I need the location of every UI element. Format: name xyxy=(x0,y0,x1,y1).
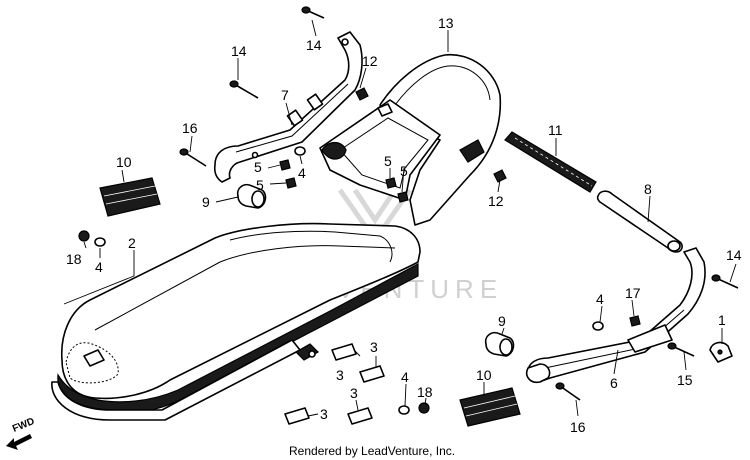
callout-12b: 12 xyxy=(488,193,504,209)
washer-4d[interactable] xyxy=(398,405,410,415)
seat-cowl[interactable] xyxy=(319,53,502,226)
nut-17[interactable] xyxy=(629,315,641,327)
callout-6: 6 xyxy=(610,375,618,391)
callout-5b: 5 xyxy=(256,177,264,193)
callout-18b: 18 xyxy=(417,384,433,400)
pad-4[interactable] xyxy=(347,407,373,425)
callout-3c: 3 xyxy=(320,406,328,422)
washer-4a[interactable] xyxy=(294,146,306,156)
callout-1: 1 xyxy=(718,312,726,328)
credit-text: Rendered by LeadVenture, Inc. xyxy=(289,444,455,458)
callout-15: 15 xyxy=(677,372,693,388)
fwd-indicator: FWD xyxy=(6,416,36,450)
callout-17: 17 xyxy=(625,285,641,301)
collar-upper[interactable] xyxy=(236,183,267,209)
bolt-14b[interactable] xyxy=(301,6,325,19)
callout-10b: 10 xyxy=(476,367,492,383)
callout-3a: 3 xyxy=(370,339,378,355)
callout-2: 2 xyxy=(128,235,136,251)
bracket-1[interactable] xyxy=(709,341,733,363)
bolt-14c[interactable] xyxy=(711,274,739,289)
bolt-14a[interactable] xyxy=(229,80,259,99)
callout-13: 13 xyxy=(438,15,454,31)
damper-block-lower[interactable] xyxy=(459,387,521,427)
washer-4c[interactable] xyxy=(592,321,604,331)
callout-4c: 4 xyxy=(596,291,604,307)
callout-8: 8 xyxy=(644,181,652,197)
fwd-label: FWD xyxy=(11,416,36,435)
callout-9b: 9 xyxy=(498,313,506,329)
callout-10a: 10 xyxy=(116,154,132,170)
nut-5b[interactable] xyxy=(285,177,297,189)
damper-block-upper[interactable] xyxy=(99,177,161,217)
callouts: 14 14 12 13 7 16 10 5 4 5 5 5 11 9 12 8 … xyxy=(66,15,742,435)
bolt-16b[interactable] xyxy=(555,382,581,401)
callout-5c: 5 xyxy=(384,153,392,169)
bolt-15[interactable] xyxy=(667,342,695,357)
callout-14b: 14 xyxy=(306,37,322,53)
callout-16b: 16 xyxy=(570,419,586,435)
grommet-18b[interactable] xyxy=(418,402,430,414)
nut-12b[interactable] xyxy=(493,169,507,183)
callout-11: 11 xyxy=(548,122,563,138)
nut-5a[interactable] xyxy=(279,159,291,171)
callout-5a: 5 xyxy=(254,159,262,175)
bolt-16a[interactable] xyxy=(179,148,207,167)
nut-5c[interactable] xyxy=(385,177,397,189)
callout-14c: 14 xyxy=(726,247,742,263)
callout-4a: 4 xyxy=(298,165,306,181)
grip-tube[interactable] xyxy=(596,190,683,253)
nut-12a[interactable] xyxy=(355,87,369,101)
callout-7: 7 xyxy=(281,87,289,103)
collar-lower[interactable] xyxy=(484,331,515,357)
callout-14a: 14 xyxy=(231,43,247,59)
nut-5d[interactable] xyxy=(397,191,409,203)
callout-18a: 18 xyxy=(66,251,82,267)
callout-3b: 3 xyxy=(336,367,344,383)
seat[interactable] xyxy=(51,222,421,421)
grip-rubber[interactable] xyxy=(504,131,597,193)
pad-2[interactable] xyxy=(359,365,385,383)
pad-3[interactable] xyxy=(284,407,310,425)
pad-1[interactable] xyxy=(331,343,357,361)
left-grab-rail[interactable] xyxy=(213,31,363,183)
right-grab-rail[interactable] xyxy=(525,247,706,384)
callout-9a: 9 xyxy=(202,194,210,210)
leader-lines xyxy=(63,19,737,417)
callout-3d: 3 xyxy=(350,385,358,401)
callout-5d: 5 xyxy=(400,163,408,179)
callout-4d: 4 xyxy=(401,369,409,385)
grommet-18a[interactable] xyxy=(78,230,90,242)
callout-4b: 4 xyxy=(95,259,103,275)
callout-12a: 12 xyxy=(362,53,378,69)
callout-16a: 16 xyxy=(182,120,198,136)
washer-4b[interactable] xyxy=(94,237,106,247)
fwd-arrow-icon xyxy=(6,434,32,450)
